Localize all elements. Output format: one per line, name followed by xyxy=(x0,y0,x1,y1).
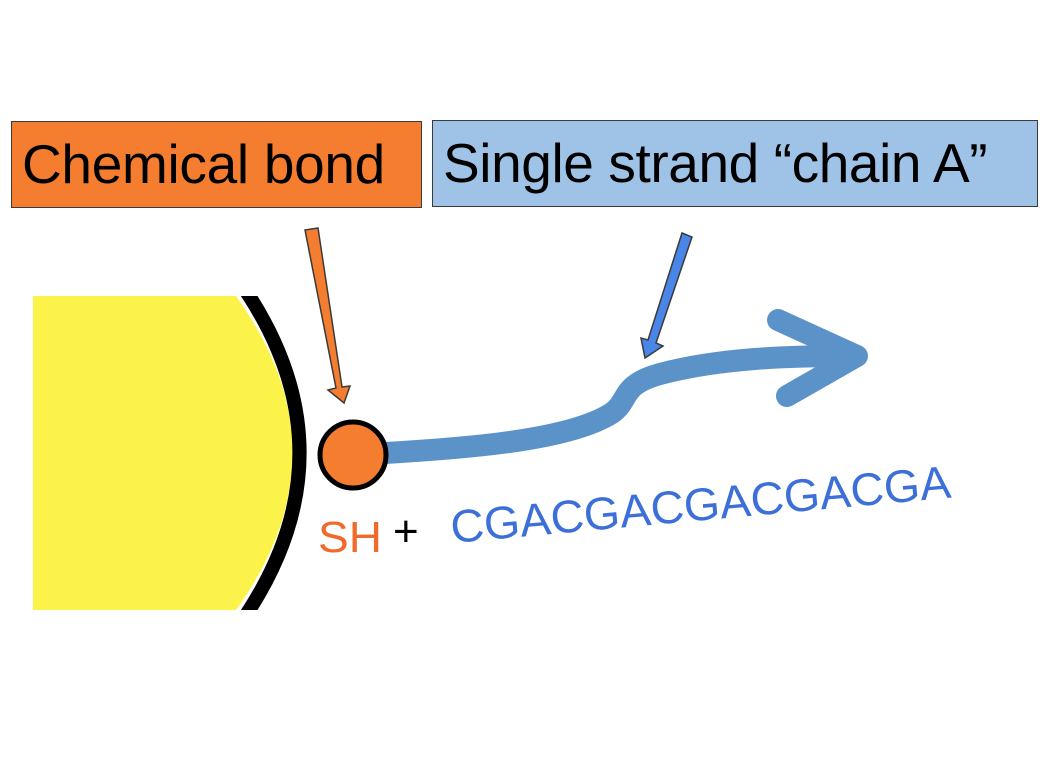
bond-node xyxy=(317,419,389,491)
gold-particle xyxy=(33,296,307,610)
single-strand-label-box: Single strand “chain A” xyxy=(432,120,1038,207)
plus-sign: + xyxy=(393,507,419,556)
single-strand-label: Single strand “chain A” xyxy=(443,132,988,194)
strand-backbone xyxy=(374,345,859,464)
strand-pointer-arrow xyxy=(640,232,693,360)
strand-arrowhead xyxy=(767,309,868,407)
chemical-bond-label: Chemical bond xyxy=(22,133,385,195)
particle-surface-outline xyxy=(240,296,307,610)
dna-strand-chain xyxy=(374,309,868,464)
thiol-group-label: SH xyxy=(318,513,382,562)
bond-pointer-arrow xyxy=(304,227,352,405)
particle-body xyxy=(33,296,293,610)
dna-sequence: CGACGACGACGACGA xyxy=(448,456,953,553)
chemical-bond-label-box: Chemical bond xyxy=(11,121,422,208)
